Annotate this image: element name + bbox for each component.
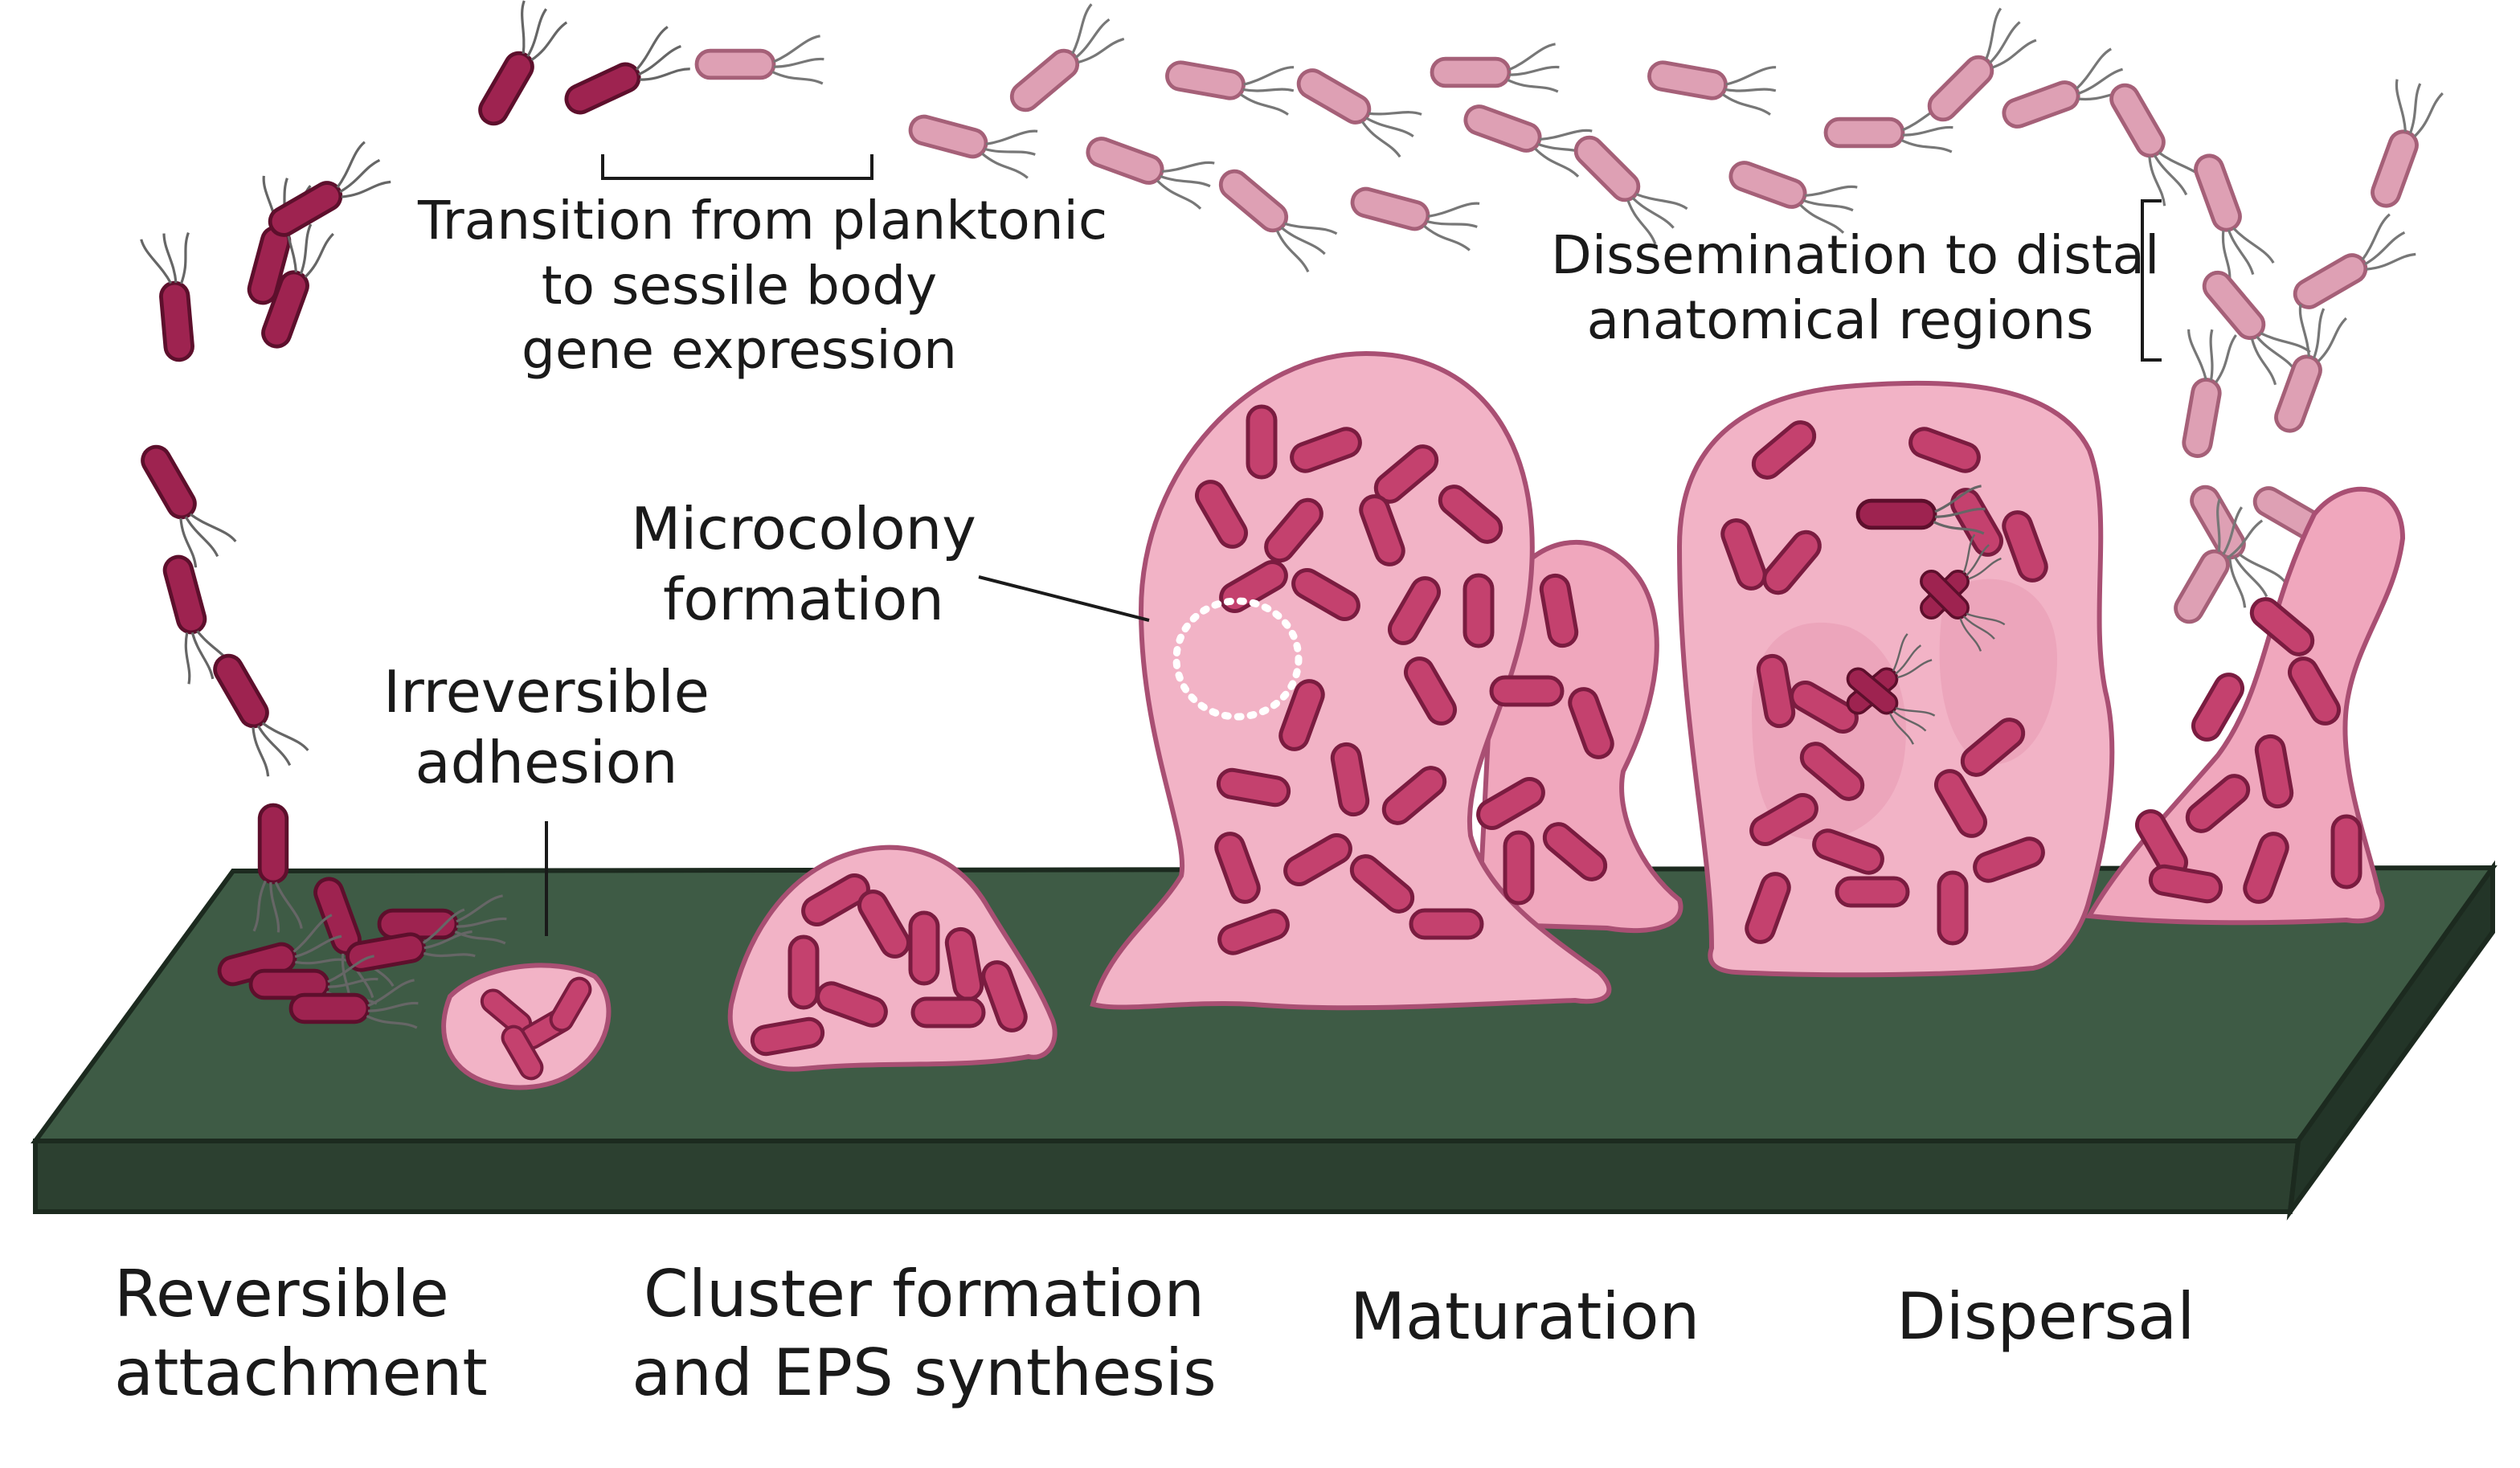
transition-label: Transition from planktonic to sessile bo…: [418, 189, 1108, 383]
bacterium: [697, 36, 824, 84]
bacterium: [1164, 46, 1298, 115]
stage-2-line-2: and EPS synthesis: [632, 1335, 1217, 1410]
stage-label-cluster: Cluster formation and EPS synthesis: [611, 1255, 1238, 1412]
bacterium: [133, 435, 237, 569]
stage-label-maturation: Maturation: [1350, 1278, 1700, 1356]
stage-1-line-1: Reversible: [114, 1257, 449, 1331]
dissemination-line-2: anatomical regions: [1586, 288, 2094, 351]
bacterium: [2355, 76, 2444, 211]
bacterium: [1491, 677, 1562, 705]
bacterium: [2259, 301, 2347, 436]
bacterium: [997, 2, 1125, 120]
bacterium: [1411, 910, 1482, 938]
microcolony-line-2: formation: [663, 565, 944, 633]
annotation-lines: [545, 154, 2162, 936]
dissemination-bracket: [2141, 199, 2162, 362]
bacterium: [1465, 575, 1492, 646]
stage-label-reversible: Reversible attachment: [114, 1255, 488, 1412]
irreversible-line-2: adhesion: [415, 728, 678, 796]
irreversible-label: Irreversible adhesion: [354, 657, 739, 799]
dispersal-biofilm: [1676, 380, 2406, 978]
dissemination-line-1: Dissemination to distal: [1551, 224, 2160, 286]
bacterium: [1248, 407, 1275, 477]
stage-3-line-1: Maturation: [1350, 1279, 1700, 1354]
bacterium: [141, 231, 199, 362]
bacterium: [1725, 145, 1861, 234]
bacterium: [2167, 325, 2236, 459]
stage-label-dispersal: Dispersal: [1896, 1278, 2195, 1356]
dissemination-label: Dissemination to distal anatomical regio…: [1551, 223, 2160, 353]
microcolony-highlight: [1172, 597, 1303, 721]
bacterium: [1837, 878, 1908, 906]
cluster-colony: [727, 844, 1058, 1072]
bacterium: [1460, 89, 1596, 178]
transition-line-3: gene expression: [522, 319, 957, 382]
microcolony-leader: [978, 575, 1150, 622]
bacterium: [2101, 73, 2206, 207]
bacterium: [2333, 816, 2360, 887]
bacterium: [1212, 154, 1340, 272]
bacterium: [1939, 873, 1966, 943]
bacterium: [1348, 172, 1483, 251]
transition-bracket: [601, 154, 873, 180]
bacterium: [1291, 53, 1425, 157]
bacterium: [910, 913, 938, 983]
transition-line-1: Transition from planktonic: [418, 190, 1108, 251]
stage-1-line-2: attachment: [114, 1335, 488, 1410]
bacterium: [1505, 832, 1532, 903]
bacterium: [1647, 46, 1780, 115]
bacterium: [1432, 44, 1559, 92]
microcolony-line-1: Microcolony: [631, 495, 976, 562]
microcolony-label: Microcolony formation: [627, 494, 980, 636]
bacterium: [556, 25, 692, 122]
mature-biofilm: [1090, 350, 1683, 1011]
irreversible-adhesion-colony: [441, 963, 612, 1090]
bacterium: [258, 140, 392, 244]
transition-line-2: to sessile body: [541, 254, 938, 317]
bacterium: [2187, 147, 2275, 283]
bacterium: [913, 999, 984, 1026]
bacterium: [1995, 47, 2131, 136]
bacterium: [2283, 212, 2417, 317]
bacterium: [205, 644, 309, 778]
stage-2-line-1: Cluster formation: [643, 1257, 1205, 1331]
stage-4-line-1: Dispersal: [1896, 1279, 2195, 1354]
irreversible-line-1: Irreversible: [383, 658, 710, 726]
bacterium: [463, 0, 567, 132]
bacterium: [790, 937, 817, 1008]
